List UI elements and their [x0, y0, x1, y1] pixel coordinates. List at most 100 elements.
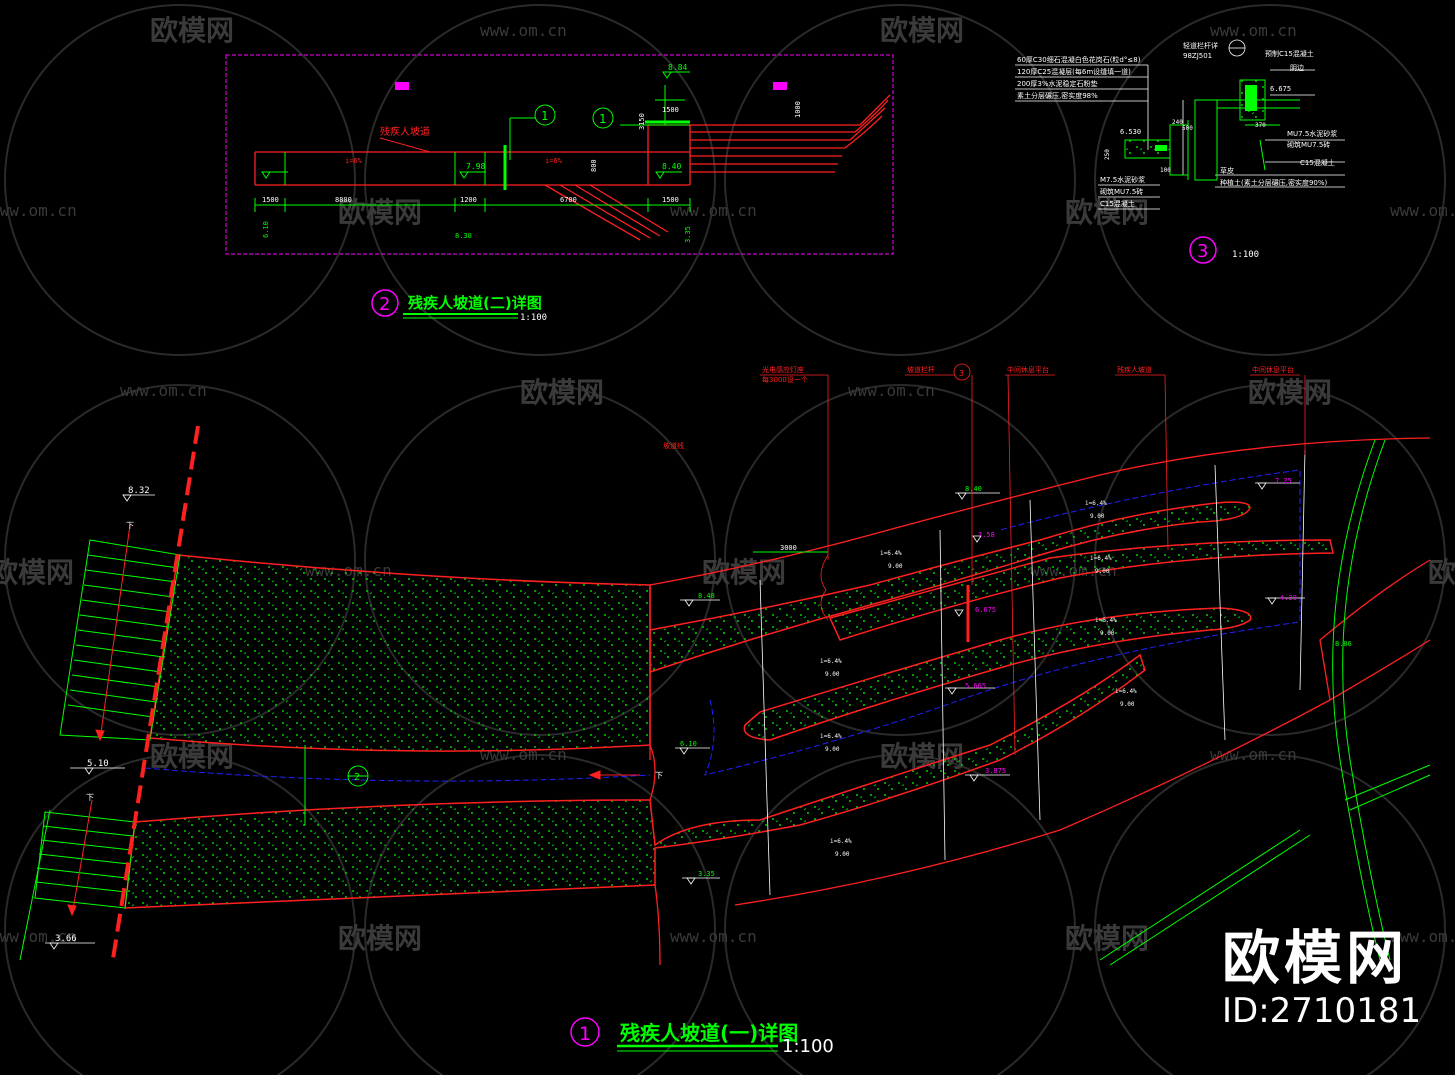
callout-platform-1: 中间休息平台	[1007, 365, 1049, 374]
brand-name: 欧模网	[1222, 924, 1409, 992]
watermark-brand: 欧模网	[338, 922, 422, 955]
detail-2-title: 残疾人坡道(二)详图	[408, 294, 542, 312]
slope-annotations: i=6.4% 9.00 i=6.4% 9.00 i=6.4% 9.00 i=6.…	[820, 500, 1137, 858]
elev-5-665: 5.665	[965, 682, 986, 690]
divider-lines	[759, 449, 1306, 896]
section-tags	[534, 104, 614, 129]
slope-label: i=6.4%	[1115, 688, 1137, 695]
dim-1500-top: 1500	[662, 106, 679, 114]
dim-240: 240	[1172, 119, 1183, 126]
note-edge: 阴边	[1290, 63, 1304, 72]
elev-left: 6.530	[1120, 128, 1141, 136]
model-id: ID:2710181	[1222, 991, 1422, 1031]
slope-label: i=6.4%	[1095, 617, 1117, 624]
detail-1-number-circle	[570, 1017, 600, 1047]
callout-ref-tag: 3	[959, 369, 964, 378]
dim-1000: 1000	[794, 101, 802, 118]
note-soil: 种植土(素土分层碾压,密实度90%)	[1220, 178, 1328, 187]
dim-6700: 6700	[560, 196, 577, 204]
detail-2-scale: 1:100	[520, 313, 547, 323]
section-tag-1b: 1	[599, 112, 606, 126]
watermark-brand: 欧模网	[150, 14, 234, 47]
corner-brand-badge: 欧模网 ID:2710181	[1222, 925, 1421, 1031]
slope-label: i=6.4%	[1090, 555, 1112, 562]
down-mark-1: 下	[126, 521, 134, 530]
detail-1-title: 残疾人坡道(一)详图	[620, 1021, 798, 1045]
detail-3-wall-section: 60厚C30细石混凝白色花岗石(粒d°≤8) 120厚C25混凝层(每6m设缝填…	[1015, 39, 1345, 264]
elev-mid: 7.98	[466, 162, 485, 171]
note-precast: 预制C15混凝土	[1265, 49, 1314, 58]
elev-top: 8.84	[668, 63, 687, 72]
note-left-brick: 砌筑MU7.5砖	[1100, 187, 1143, 196]
detail-3-scale: 1:100	[1232, 250, 1259, 260]
watermark-brands: 欧模网 欧模网 欧模网 欧模网 欧模网 欧模网 欧模网 欧模网 欧模网 欧模网 …	[0, 14, 1455, 955]
watermark-brand: 欧模网	[1248, 376, 1332, 409]
detail-1-ramp-plan: 下 下 下 8.32 5.10 3.66 8.48 6.10 3.35 8.40…	[19, 363, 1431, 1057]
elev-5-10: 5.10	[87, 759, 109, 769]
elev-6-675: 6.675	[975, 606, 996, 614]
watermark-brand: 欧模网	[520, 376, 604, 409]
block-fill	[1155, 145, 1167, 151]
callout-platform-2: 中间休息平台	[1252, 365, 1294, 374]
elev-3-35: 3.35	[698, 870, 715, 878]
watermark-brand: 欧模网	[1065, 922, 1149, 955]
elev-8-48: 8.48	[698, 592, 715, 600]
watermark-layer: 欧模网 欧模网 欧模网 欧模网 欧模网 欧模网 欧模网 欧模网 欧模网 欧模网 …	[0, 4, 1455, 1075]
watermark-url: www.om.cn	[480, 21, 567, 40]
section-body	[1124, 79, 1300, 181]
elev-right-vert: 3.35	[684, 226, 692, 243]
slope-length: 9.00	[1090, 513, 1105, 520]
watermark-brand: 欧模网	[0, 556, 74, 589]
section-tag: 2	[354, 772, 360, 783]
note-ramp-line: 坡道线	[663, 441, 684, 450]
elev-3-875: 3.875	[985, 767, 1006, 775]
dim-3000: 3000	[780, 544, 797, 552]
dim-1200: 1200	[460, 196, 477, 204]
dim-250: 250	[1104, 149, 1111, 160]
watermark-url: www.om.cn	[1210, 21, 1297, 40]
slope-label: i=6.4%	[830, 838, 852, 845]
note-brick: 砌筑MU7.5砖	[1287, 140, 1330, 149]
note-turf: 草皮	[1220, 166, 1234, 175]
slope-length: 9.00	[1095, 568, 1110, 575]
slope-label: i=6.4%	[820, 658, 842, 665]
planting-beds	[124, 501, 1334, 909]
watermark-urls: www.om.cn www.om.cn www.om.cn www.om.cn …	[0, 21, 1455, 946]
dimension-lines	[254, 85, 691, 212]
detail-2-ramp-elevation: 1 1 残疾人坡道 i=6% i=6% 8.84 7.98 8.40 6.10 …	[225, 54, 894, 323]
watermark-url: www.om.cn	[670, 927, 757, 946]
detail-3-number-circle	[1189, 236, 1217, 264]
ref-code: 98ZJ501	[1183, 52, 1212, 60]
slope-length: 9.00	[835, 851, 850, 858]
note-concrete: C15混凝土	[1300, 158, 1335, 167]
slope-length: 9.00	[1120, 701, 1135, 708]
slope-label: i=6.4%	[1085, 500, 1107, 507]
marker-block	[395, 82, 409, 90]
detail-1-number: 1	[579, 1023, 591, 1045]
watermark-url: www.om.cn	[848, 381, 935, 400]
flow-arrows	[67, 524, 970, 917]
layer-leader-lines	[1015, 64, 1345, 210]
watermark-url: www.om.cn	[0, 927, 77, 946]
dim-1500-right: 1500	[662, 196, 679, 204]
down-marks: 下 下 下	[86, 521, 663, 802]
watermark-brand: 欧模网	[338, 196, 422, 229]
detail-1-scale: 1:100	[782, 1036, 834, 1057]
watermark-brand: 欧模网	[1428, 556, 1455, 589]
ramp-label: 残疾人坡道	[380, 125, 430, 138]
callout-leaders	[760, 374, 1306, 756]
elev-7-58: 7.58	[978, 531, 995, 539]
slope-left: i=6%	[345, 157, 363, 165]
elev-8-32: 8.32	[128, 486, 150, 496]
callout-railing: 坡道栏杆	[907, 365, 935, 374]
layer-note-2: 120厚C25混凝层(每6m设缝填一道)	[1017, 67, 1131, 76]
callout-light-spacing: 每3000设一个	[762, 375, 808, 384]
dim-800: 800	[590, 159, 598, 172]
elev-8-86: 8.86	[1335, 640, 1352, 648]
dim-370: 370	[1255, 122, 1266, 129]
watermark-brand: 欧模网	[1065, 196, 1149, 229]
watermark-url: www.om.cn	[670, 201, 757, 220]
callout-light: 光电感应灯座	[762, 365, 804, 374]
layer-note-4: 素土分层碾压,密实度98%	[1017, 91, 1098, 100]
ref-label: 轻道栏杆详	[1183, 41, 1218, 50]
